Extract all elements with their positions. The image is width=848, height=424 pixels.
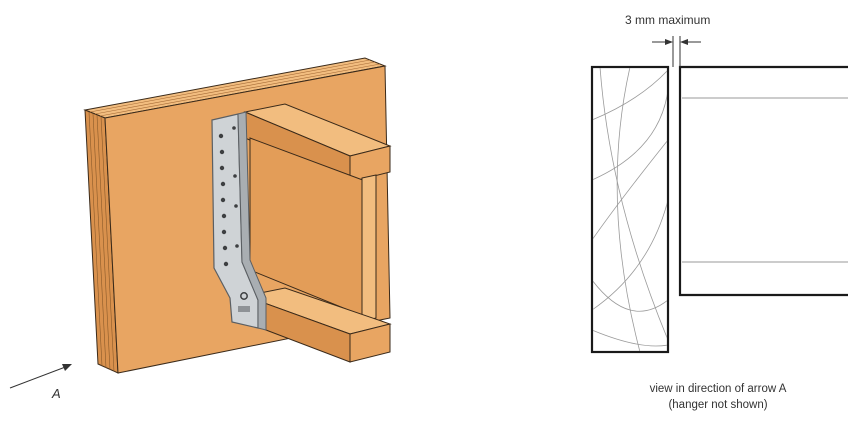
header-top-lines: [89, 59, 381, 117]
section-view: 3 mm maximum view in direction of arrow …: [590, 13, 848, 411]
joist-hanger: [211, 111, 267, 331]
header-grain-lines: [593, 68, 667, 351]
hanger-nail-holes: [218, 126, 248, 300]
gap-dimension: [652, 36, 701, 67]
joist-web-end: [361, 174, 377, 323]
header-lamination-lines: [88, 111, 115, 372]
view-arrow-label: A: [51, 386, 61, 401]
caption-line-1: view in direction of arrow A: [650, 383, 787, 395]
gap-arrow-right-head: [680, 39, 688, 45]
view-arrow-head: [62, 364, 72, 371]
joist-section-outline: [678, 65, 848, 297]
view-arrow-line: [9, 365, 69, 389]
caption-line-2: (hanger not shown): [668, 399, 767, 411]
isometric-view: A: [9, 57, 392, 401]
dimension-label: 3 mm maximum: [625, 13, 710, 27]
hanger-flange: [237, 111, 267, 331]
gap-arrow-left-head: [665, 39, 673, 45]
hanger-stamp: [238, 306, 250, 312]
